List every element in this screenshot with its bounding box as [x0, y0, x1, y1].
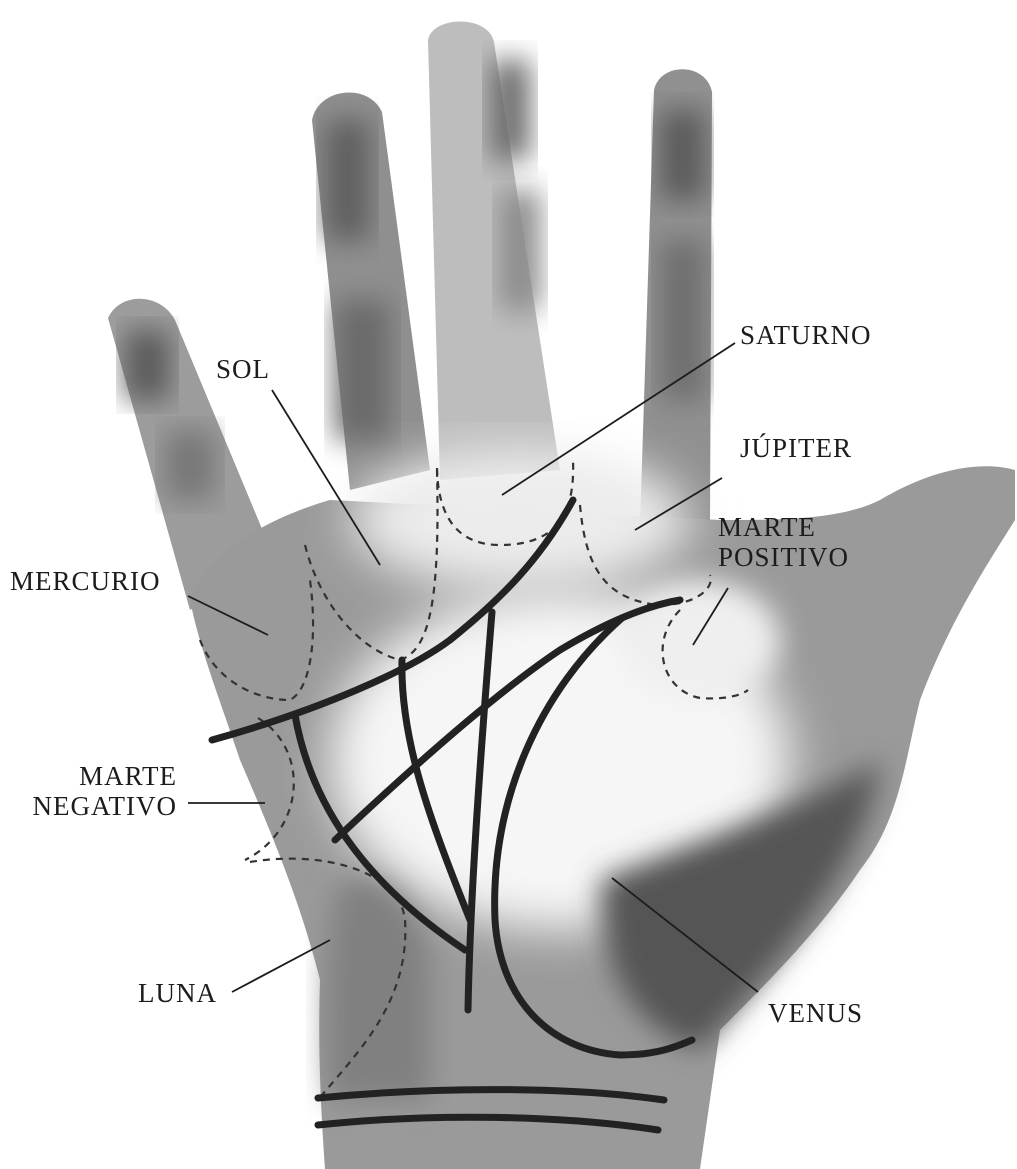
label-marte-negativo-line1: MARTE	[22, 761, 177, 791]
label-luna-text: LUNA	[138, 978, 217, 1008]
label-marte-positivo: MARTE POSITIVO	[718, 512, 849, 572]
label-luna: LUNA	[138, 978, 217, 1008]
label-jupiter-text: JÚPITER	[740, 433, 852, 463]
label-jupiter: JÚPITER	[740, 433, 852, 463]
label-marte-positivo-line2: POSITIVO	[718, 542, 849, 572]
label-mercurio: MERCURIO	[10, 566, 161, 596]
label-marte-negativo-line2: NEGATIVO	[22, 791, 177, 821]
label-venus: VENUS	[768, 998, 863, 1028]
label-venus-text: VENUS	[768, 998, 863, 1028]
label-marte-negativo: MARTE NEGATIVO	[22, 761, 177, 821]
label-mercurio-text: MERCURIO	[10, 566, 161, 596]
label-saturno-text: SATURNO	[740, 320, 872, 350]
label-saturno: SATURNO	[740, 320, 872, 350]
label-marte-positivo-line1: MARTE	[718, 512, 849, 542]
label-sol-text: SOL	[216, 354, 270, 384]
label-sol: SOL	[216, 354, 270, 384]
